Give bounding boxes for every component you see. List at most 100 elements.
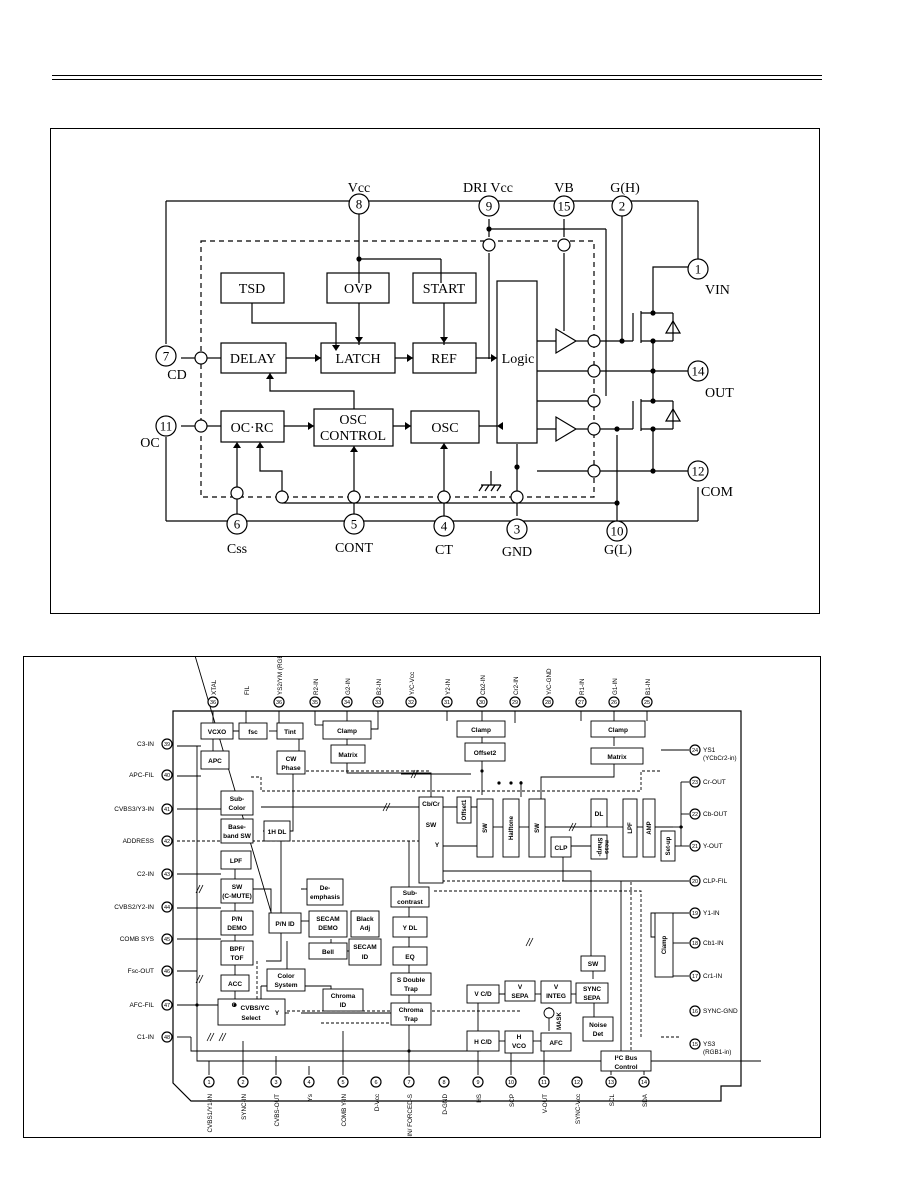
pin-6-circle xyxy=(226,513,248,535)
block-cvbs-yc-2: Select xyxy=(241,1015,261,1022)
pin-4-number: 4 xyxy=(441,519,448,534)
block-bpf-tof-1: BPF/ xyxy=(230,946,245,953)
pin-1-circle xyxy=(687,258,709,280)
block-noise-det-1: Noise xyxy=(589,1022,607,1029)
left-pin-42-label: ADDRESS xyxy=(123,838,155,845)
bottom-pin-8-label: D-GND xyxy=(442,1094,449,1115)
pin-4: 4CT xyxy=(433,515,455,558)
block-h-cd: H C/D xyxy=(474,1039,492,1046)
bottom-pin-14-label: SDA xyxy=(642,1093,649,1107)
bottom-pin-4-label: Ys xyxy=(307,1094,314,1101)
pin-8-circle xyxy=(348,193,370,215)
top-pin-5-label: B2-IN xyxy=(376,678,383,695)
pin-15-circle xyxy=(553,195,575,217)
block-v-sepa-2: SEPA xyxy=(511,993,529,1000)
right-pin-15-sub: (RGB1-in) xyxy=(703,1049,731,1056)
top-pin-12-circle xyxy=(608,696,620,708)
pin-6-number: 6 xyxy=(234,517,241,532)
bottom-pin-2-number: 2 xyxy=(241,1080,244,1086)
right-pin-16-label: SYNC-GND xyxy=(703,1008,738,1015)
right-pin-15-label: YS3 xyxy=(703,1041,716,1048)
block-sw-cmute-2: (C-MUTE) xyxy=(222,893,252,900)
header-rule-bottom xyxy=(52,79,822,80)
block-sw-main: SW xyxy=(426,822,437,829)
bottom-pin-7-number: 7 xyxy=(407,1080,410,1086)
pin-10-number: 10 xyxy=(611,524,624,539)
pin-2-number: 2 xyxy=(619,199,626,214)
block-subcolor-2: Color xyxy=(229,805,246,812)
pin-12-circle xyxy=(687,460,709,482)
pin-7-circle xyxy=(155,345,177,367)
left-pin-46-circle xyxy=(161,965,173,977)
block-1h-dl: 1H DL xyxy=(268,829,287,836)
pin-11-label: OC xyxy=(140,436,159,451)
bottom-pin-13-circle xyxy=(605,1076,617,1088)
top-pin-0-label: XTAL xyxy=(211,679,218,695)
left-pin-43-number: 43 xyxy=(164,872,170,878)
block-pn-demo-1: P/N xyxy=(232,916,243,923)
top-pin-8-circle xyxy=(476,696,488,708)
block-y-main: Y xyxy=(435,842,440,849)
block-sharpness-1: Sharp- xyxy=(596,837,602,856)
bottom-pin-4-circle xyxy=(303,1076,315,1088)
pin-12-number: 12 xyxy=(692,464,705,479)
top-pin-8-label: Cb2-IN xyxy=(480,675,487,695)
right-pin-15-number: 15 xyxy=(692,1042,698,1048)
pin-1-label: VIN xyxy=(705,283,730,298)
right-pin-15-circle xyxy=(689,1038,701,1050)
top-pin-5-number: 33 xyxy=(375,700,381,706)
block-sharpness-2: ness xyxy=(603,840,609,854)
pin-15-label: VB xyxy=(554,181,573,196)
block-subcontrast-1: Sub- xyxy=(403,890,417,897)
left-pin-47-number: 47 xyxy=(164,1003,170,1009)
ic-boundary xyxy=(200,240,595,498)
block-lpf-right: LPF xyxy=(628,822,634,834)
bottom-pin-2-label: SYNC-IN xyxy=(241,1094,248,1120)
block-chroma-id-2: ID xyxy=(340,1002,347,1009)
left-pin-41-circle xyxy=(161,803,173,815)
block-i2c-1: I²C Bus xyxy=(615,1055,638,1062)
block-osc: OSC xyxy=(431,421,458,436)
block-sw-a: SW xyxy=(483,823,489,833)
block-ocrc: OC·RC xyxy=(231,421,274,436)
block-chroma-trap-2: Trap xyxy=(404,1016,418,1023)
top-pin-13-circle xyxy=(641,696,653,708)
block-acc: ACC xyxy=(228,981,242,988)
top-pin-3-circle xyxy=(309,696,321,708)
pin-12-label: COM xyxy=(701,485,733,500)
bottom-pin-11-number: 11 xyxy=(541,1080,547,1086)
left-pin-41-number: 41 xyxy=(164,807,170,813)
block-secam-id-2: ID xyxy=(362,954,369,961)
bottom-pin-11-circle xyxy=(538,1076,550,1088)
pin-5-number: 5 xyxy=(351,517,358,532)
left-pin-47-circle xyxy=(161,999,173,1011)
block-v-sepa-1: V xyxy=(518,984,523,991)
block-sync-sepa-1: SYNC xyxy=(583,986,601,993)
block-logic: Logic xyxy=(502,352,535,367)
block-baseband-1: Base- xyxy=(228,824,246,831)
left-pin-46-number: 46 xyxy=(164,969,170,975)
right-pin-23-circle xyxy=(689,776,701,788)
right-pin-20-number: 20 xyxy=(692,879,698,885)
left-pin-39-number: 39 xyxy=(164,742,170,748)
left-pin-48-number: 48 xyxy=(164,1035,170,1041)
block-eq: EQ xyxy=(405,954,414,961)
right-pin-22-circle xyxy=(689,808,701,820)
right-pin-22-label: Cb-OUT xyxy=(703,811,727,818)
block-s-double-trap-1: S Double xyxy=(397,977,426,984)
block-latch: LATCH xyxy=(335,352,380,367)
bottom-pin-6-circle xyxy=(370,1076,382,1088)
block-osc-control-line2: CONTROL xyxy=(320,429,386,444)
bottom-pin-2-circle xyxy=(237,1076,249,1088)
